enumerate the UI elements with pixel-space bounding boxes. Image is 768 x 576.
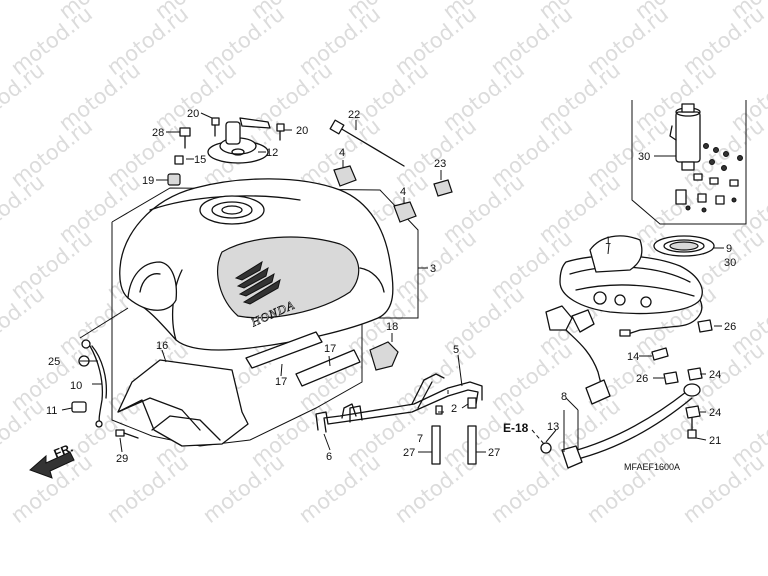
callout-25: 25: [48, 356, 60, 368]
grommet-19: [167, 173, 181, 186]
callout-1: 1: [605, 235, 611, 247]
long-bolt-22: [329, 119, 405, 167]
fuel-tank: HONDA: [111, 178, 419, 447]
callout-2: 2: [451, 403, 457, 415]
front-arrow-label: FR.: [52, 441, 75, 461]
fuel-feed-hose: [540, 383, 701, 469]
watermark-text: motod.ru: [0, 0, 49, 24]
rubber-mounts-4: [333, 165, 417, 223]
callout-22: 22: [348, 109, 360, 121]
callout-19: 19: [142, 175, 154, 187]
callout-17a: 17: [275, 376, 287, 388]
callout-30b: 30: [724, 257, 736, 269]
callout-21: 21: [709, 435, 721, 447]
tape-strips-17: [245, 331, 361, 387]
watermark-text: motod.ru: [0, 58, 49, 136]
callout-20a: 20: [187, 108, 199, 120]
callout-23: 23: [434, 158, 446, 170]
callout-14: 14: [627, 351, 639, 363]
callout-24a: 24: [709, 369, 721, 381]
callout-29: 29: [116, 453, 128, 465]
fasteners-right: [651, 319, 713, 439]
tank-insulator: [117, 359, 249, 447]
fuel-cap-assembly: [207, 117, 271, 164]
front-arrow-icon: [29, 451, 75, 479]
callout-11: 11: [46, 405, 57, 417]
callout-16: 16: [156, 340, 168, 352]
callout-numbers: 1 2 3 4 4 5 6 7 8 9 10 11 12 13 14 15 16…: [46, 108, 736, 465]
callout-10: 10: [70, 380, 82, 392]
callout-27b: 27: [488, 447, 500, 459]
callout-3: 3: [430, 263, 436, 275]
collar-23: [433, 179, 453, 197]
diagram-code: MFAEF1600A: [624, 462, 680, 472]
drain-hoses: [315, 373, 483, 465]
callout-13: 13: [547, 421, 559, 433]
callout-30a: 30: [638, 151, 650, 163]
callout-26b: 26: [724, 321, 736, 333]
watermark-text: motod.ru: [486, 450, 577, 528]
watermark-text: motod.ru: [198, 450, 289, 528]
callout-9: 9: [726, 243, 732, 255]
callout-8: 8: [561, 391, 567, 403]
watermark-text: motod.ru: [294, 450, 385, 528]
leader-lines: [61, 112, 724, 453]
callout-12: 12: [266, 147, 278, 159]
inset-parts-30: [631, 100, 747, 225]
ref-leader: [531, 429, 545, 445]
callout-24b: 24: [709, 407, 721, 419]
callout-17b: 17: [324, 343, 336, 355]
callout-18: 18: [386, 321, 398, 333]
rubber-18: [369, 341, 399, 371]
callout-7: 7: [417, 433, 423, 445]
pump-gasket-9: [653, 235, 715, 257]
watermark-text: motod.ru: [678, 450, 768, 528]
callout-5: 5: [453, 344, 459, 356]
reference-label: E-18: [503, 421, 529, 435]
callout-20b: 20: [296, 125, 308, 137]
callout-26a: 26: [636, 373, 648, 385]
callout-28: 28: [152, 127, 164, 139]
callout-15: 15: [194, 154, 206, 166]
callout-4a: 4: [339, 147, 345, 159]
fuel-pump-assembly: [545, 235, 703, 405]
watermark-text: motod.ru: [0, 170, 49, 248]
callout-6: 6: [326, 451, 332, 463]
honda-wing-emblem: [234, 260, 281, 305]
watermark-text: motod.ru: [0, 282, 49, 360]
callout-4b: 4: [400, 186, 406, 198]
callout-27a: 27: [403, 447, 415, 459]
